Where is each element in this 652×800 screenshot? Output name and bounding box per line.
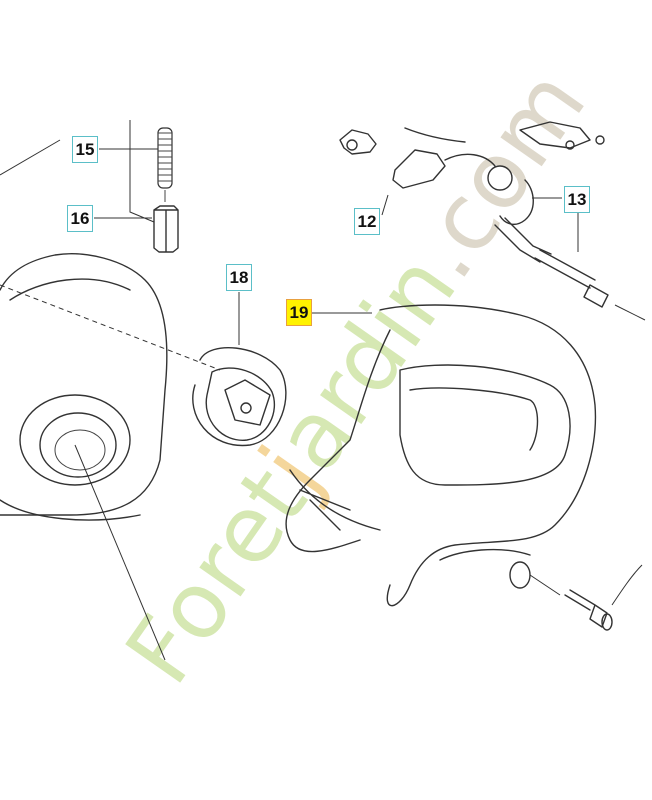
- callout-19-highlighted[interactable]: 19: [286, 299, 312, 326]
- screw: [564, 589, 613, 631]
- callout-16[interactable]: 16: [67, 205, 93, 232]
- crankcase-housing: [0, 253, 168, 521]
- callout-15[interactable]: 15: [72, 136, 98, 163]
- callout-13[interactable]: 13: [564, 186, 590, 213]
- cable-assembly-part-12-13: [339, 121, 646, 321]
- sleeve-part-16: [153, 205, 179, 253]
- chain-brake-handle-part-19: [285, 304, 597, 607]
- cup-part-18: [192, 347, 287, 447]
- callout-12[interactable]: 12: [354, 208, 380, 235]
- callout-18[interactable]: 18: [226, 264, 252, 291]
- spring-part-15: [157, 127, 173, 202]
